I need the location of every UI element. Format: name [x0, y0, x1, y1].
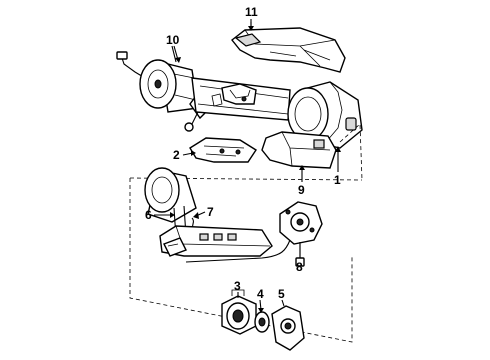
callout-5: 5: [278, 287, 285, 301]
part-3-lock-cylinder: [221, 289, 257, 335]
part-10-upper-column-housing: [116, 45, 207, 132]
callout-11: 11: [245, 5, 258, 19]
part-4-bushing: [254, 311, 270, 333]
part-6-lower-housing: [144, 167, 197, 239]
callout-2: 2: [173, 148, 180, 162]
callout-8: 8: [296, 260, 303, 274]
part-5-retainer: [271, 305, 305, 351]
part-1-ignition-housing: [287, 81, 363, 181]
part-11-upper-bracket: [231, 22, 346, 73]
leader-lines: [154, 19, 341, 313]
callout-1: 1: [334, 173, 341, 187]
callout-6: 6: [145, 208, 152, 222]
callout-labels: 11 10 1 2 9 6 7 8 3 4 5: [145, 5, 341, 301]
callout-4: 4: [257, 287, 264, 301]
callout-3: 3: [234, 279, 241, 293]
lower-switch-plate: [159, 225, 273, 257]
callout-9: 9: [298, 183, 305, 197]
steering-shaft-tube: [191, 77, 291, 121]
callout-10: 10: [166, 33, 180, 47]
part-2-bracket: [189, 137, 257, 163]
callout-7: 7: [207, 205, 214, 219]
part-8-turn-signal-switch: [185, 201, 323, 267]
part-9-lower-shroud: [261, 131, 337, 169]
